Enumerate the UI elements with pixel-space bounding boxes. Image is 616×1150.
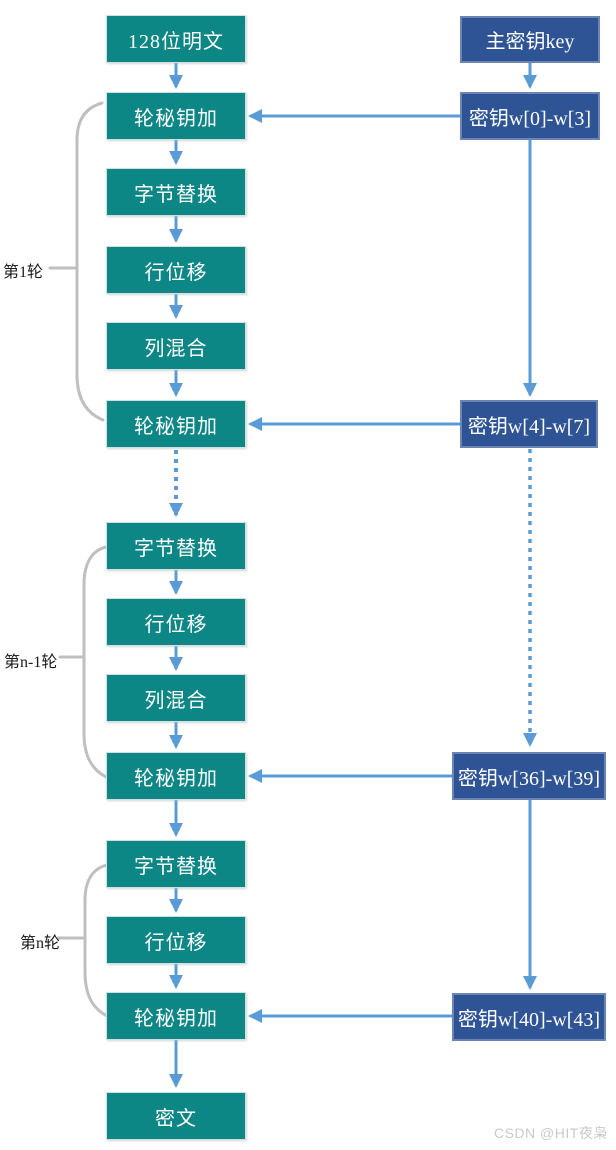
key-node-w40-w43: 密钥w[40]-w[43] [452,993,606,1041]
node-mixcolumns-n1: 列混合 [106,674,246,722]
node-shiftrows-n1: 行位移 [106,598,246,646]
round-1-bracket [75,101,105,422]
key-node-w4-w7: 密钥w[4]-w[7] [460,400,598,448]
round-n-label: 第n轮 [20,935,61,952]
node-addroundkey-1: 轮秘钥加 [106,92,246,140]
node-addroundkey-2: 轮秘钥加 [106,400,246,448]
node-addroundkey-n: 轮秘钥加 [106,992,246,1040]
node-subbytes-1: 字节替换 [106,168,246,216]
round-brackets [48,101,109,1018]
round-n-1-bracket [82,545,108,779]
round-1-label: 第1轮 [3,264,44,281]
node-shiftrows-n: 行位移 [106,916,246,964]
node-addroundkey-n1: 轮秘钥加 [106,752,246,800]
node-ciphertext: 密文 [106,1092,246,1140]
key-node-w36-w39: 密钥w[36]-w[39] [452,752,606,800]
node-subbytes-n1: 字节替换 [106,522,246,570]
node-mixcolumns-1: 列混合 [106,322,246,370]
node-shiftrows-1: 行位移 [106,246,246,294]
flow-arrows [169,63,537,1088]
watermark: CSDN @HIT夜枭 [494,1125,608,1141]
node-plaintext: 128位明文 [106,15,246,63]
round-n-1-label: 第n-1轮 [4,654,58,671]
key-node-w0-w3: 密钥w[0]-w[3] [460,92,600,140]
key-node-master: 主密钥key [460,16,600,63]
node-subbytes-n: 字节替换 [106,840,246,888]
round-n-bracket [83,863,109,1018]
